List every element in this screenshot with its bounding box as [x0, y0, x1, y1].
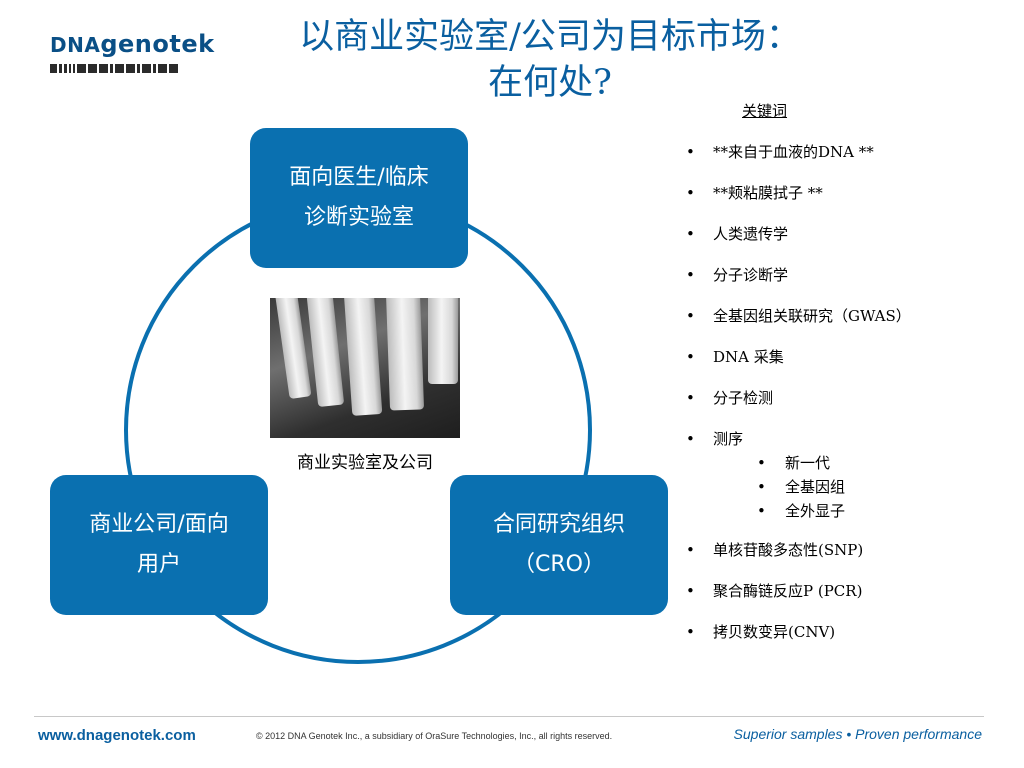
sequencing-subitem: 新一代 — [757, 451, 1010, 475]
cro-line2: （CRO） — [513, 552, 605, 577]
center-caption: 商业实验室及公司 — [297, 453, 433, 473]
footer-website-link[interactable]: www.dnagenotek.com — [38, 727, 196, 744]
keyword-item: DNA 采集 — [680, 345, 1010, 386]
keywords-heading: 关键词 — [742, 102, 788, 120]
lab-pipette-photo — [270, 298, 460, 438]
footer-tagline: Superior samples • Proven performance — [733, 726, 982, 742]
slide-title: 以商业实验室/公司为目标市场： 在何处? — [220, 14, 880, 106]
slide-title-line1: 以商业实验室/公司为目标市场： — [299, 17, 801, 57]
cro-box: 合同研究组织 （CRO） — [450, 475, 668, 615]
clinical-lab-box: 面向医生/临床 诊断实验室 — [250, 128, 468, 268]
keyword-item: **颊粘膜拭子 ** — [680, 181, 1010, 222]
clinical-lab-line2: 诊断实验室 — [303, 205, 414, 230]
keyword-item: 聚合酶链反应P (PCR) — [680, 579, 1010, 620]
keyword-item-label: 测序 — [713, 430, 744, 448]
keyword-item: 人类遗传学 — [680, 222, 1010, 263]
clinical-lab-line1: 面向医生/临床 — [289, 165, 429, 190]
keyword-item: 单核苷酸多态性(SNP) — [680, 538, 1010, 579]
keyword-item: 分子检测 — [680, 386, 1010, 427]
sequencing-subitem: 全外显子 — [757, 499, 1010, 523]
keyword-item: 分子诊断学 — [680, 263, 1010, 304]
cro-line1: 合同研究组织 — [492, 512, 625, 537]
sequencing-subitem: 全基因组 — [757, 475, 1010, 499]
keyword-item: 全基因组关联研究（GWAS） — [680, 304, 1010, 345]
keywords-list: **来自于血液的DNA ** **颊粘膜拭子 ** 人类遗传学 分子诊断学 全基… — [680, 140, 1010, 661]
commercial-company-line1: 商业公司/面向 — [89, 512, 229, 537]
slide-title-line2: 在何处? — [488, 63, 612, 103]
logo-dna-text: DNA — [50, 33, 101, 57]
commercial-company-line2: 用户 — [136, 552, 181, 577]
footer-copyright: © 2012 DNA Genotek Inc., a subsidiary of… — [256, 731, 613, 741]
logo-brand-text: genotek — [100, 30, 215, 58]
keyword-item: 拷贝数变异(CNV) — [680, 620, 1010, 661]
keyword-item-sequencing: 测序 新一代 全基因组 全外显子 — [680, 427, 1010, 538]
company-logo: DNAgenotek — [50, 30, 214, 85]
sequencing-sublist: 新一代 全基因组 全外显子 — [713, 451, 1010, 538]
keyword-item: **来自于血液的DNA ** — [680, 140, 1010, 181]
commercial-company-box: 商业公司/面向 用户 — [50, 475, 268, 615]
logo-barcode-icon — [50, 64, 210, 73]
footer-divider — [34, 716, 984, 717]
